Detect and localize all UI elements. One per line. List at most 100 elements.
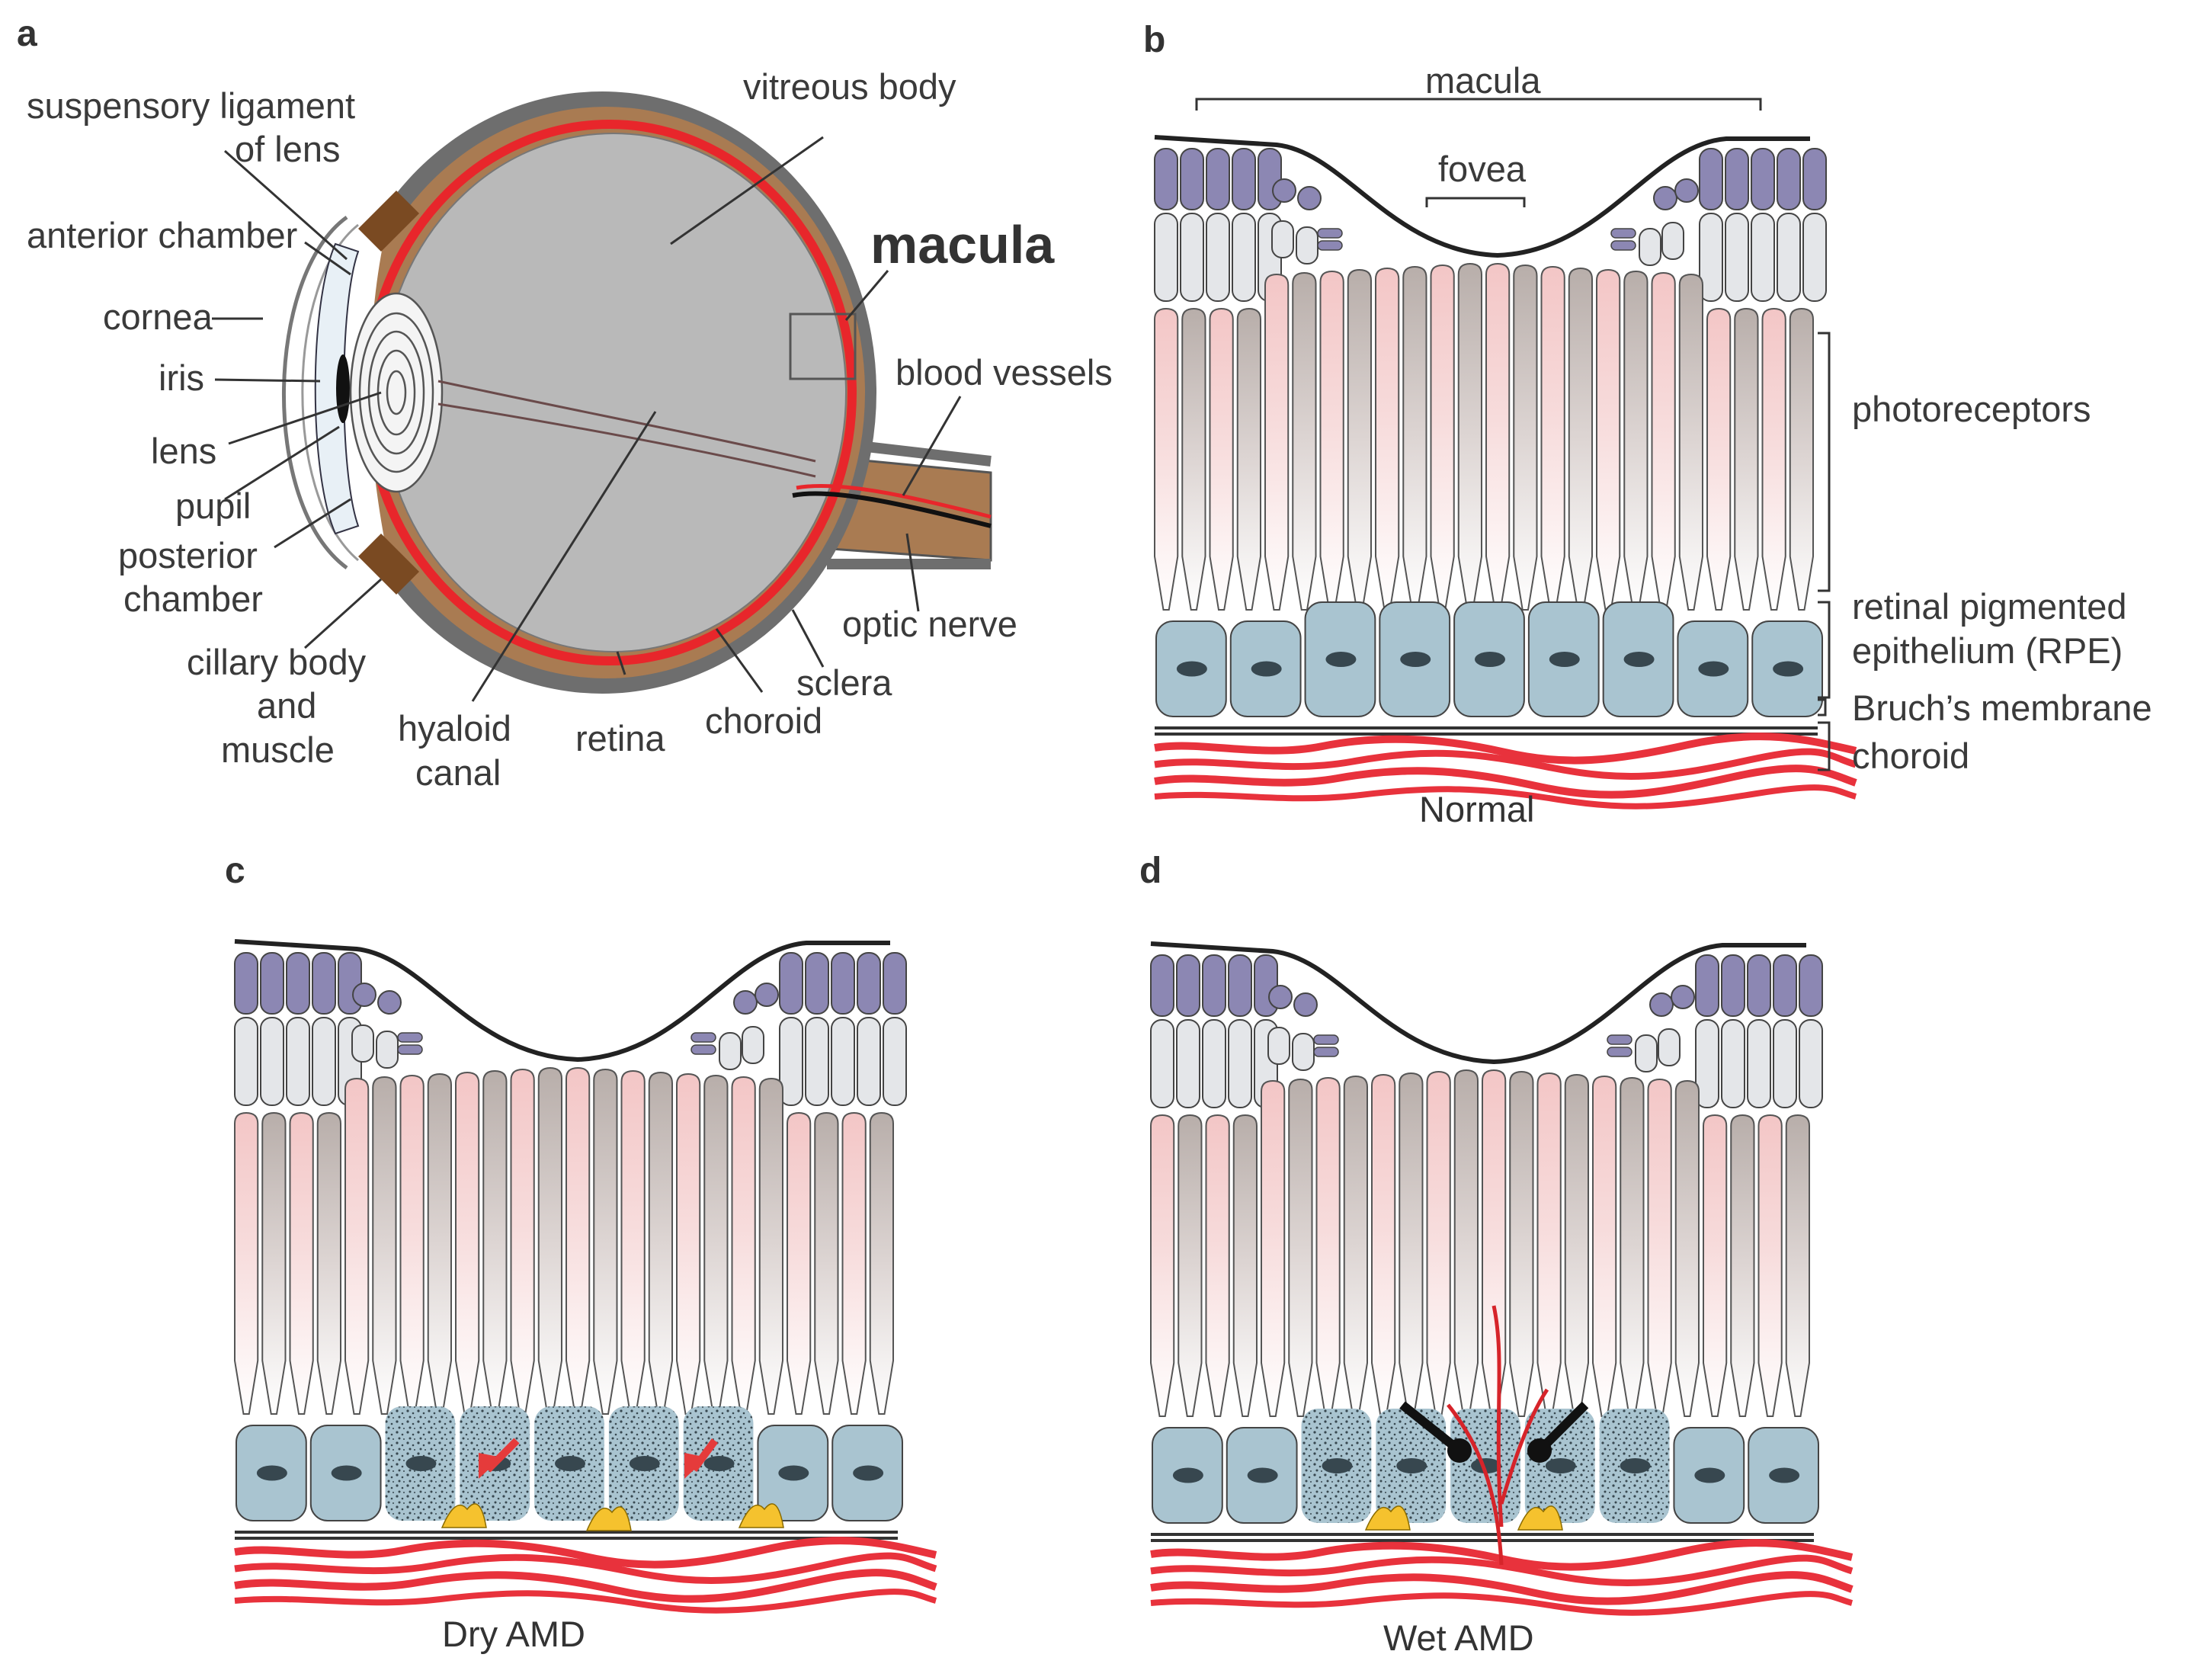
ganglion-cell (1176, 954, 1200, 1017)
bipolar-cell (1661, 222, 1684, 260)
label-fovea: fovea (1438, 149, 1527, 189)
bipolar-cell (1773, 1019, 1797, 1108)
ganglion-cell (1180, 148, 1204, 210)
eye-diagram (282, 91, 992, 694)
rpe-nucleus (1471, 1458, 1501, 1473)
photoreceptor-cell (1651, 271, 1676, 611)
caption-wet-amd: Wet AMD (1383, 1617, 1534, 1658)
small-cell (397, 1032, 423, 1043)
ganglion-cell (1773, 954, 1797, 1017)
ganglion-cell (1802, 148, 1827, 210)
photoreceptor-cell (455, 1071, 480, 1415)
photoreceptor-cell (1453, 1069, 1479, 1417)
caption-normal: Normal (1419, 789, 1534, 829)
photoreceptor-cell (510, 1068, 535, 1415)
bipolar-cell (719, 1032, 742, 1070)
bipolar-cell (857, 1017, 881, 1106)
small-cell (690, 1032, 716, 1043)
rpe-nucleus (1475, 652, 1505, 667)
bipolar-cell (1658, 1028, 1681, 1066)
ganglion-cell (1799, 954, 1823, 1017)
ganglion-cell (1649, 992, 1674, 1017)
bipolar-cell (1802, 213, 1827, 302)
label-suspensory-ligament-1: suspensory ligament (27, 85, 355, 126)
ganglion-cell (1293, 992, 1318, 1017)
ganglion-cell (234, 952, 258, 1015)
label-choroid: choroid (705, 701, 822, 741)
photoreceptor-cell (1785, 1114, 1810, 1417)
ganglion-cell (857, 952, 881, 1015)
bipolar-cell (1154, 213, 1178, 302)
photoreceptor-cell (1620, 1076, 1645, 1417)
photoreceptor-cell (1596, 268, 1621, 611)
photoreceptor-cell (1347, 268, 1372, 611)
rpe-nucleus (1773, 661, 1804, 677)
bipolar-cell (1747, 1019, 1771, 1108)
vitreous-body-shape (380, 133, 847, 652)
panel-b: b macula fovea photoreceptors retinal pi… (1143, 20, 2152, 829)
drusen-deposit (1364, 1505, 1411, 1531)
photoreceptor-cell (1371, 1073, 1396, 1417)
photoreceptor-cell (620, 1069, 646, 1415)
ganglion-cell (1674, 178, 1699, 203)
rpe-nucleus (1176, 661, 1207, 677)
ganglion-cell (1206, 148, 1230, 210)
rpe-bracket (1818, 601, 1831, 699)
red-arrowhead (479, 1453, 501, 1479)
inner-limiting-membrane (1150, 941, 1806, 1065)
bipolar-cell (805, 1017, 829, 1106)
drusen-deposit (1517, 1505, 1563, 1531)
label-anterior-chamber: anterior chamber (27, 215, 297, 255)
photoreceptor-cell (1375, 267, 1400, 611)
label-ciliary-1: cillary body (187, 642, 367, 682)
rpe-nucleus (1698, 661, 1729, 677)
bipolar-cell (1232, 213, 1256, 302)
bipolar-cell (779, 1017, 803, 1106)
inner-limiting-membrane (234, 939, 890, 1063)
bipolar-cell (260, 1017, 284, 1106)
rpe-nucleus (555, 1456, 585, 1471)
rpe-nucleus (1325, 652, 1357, 667)
hyaloid-canal-shape (437, 380, 816, 478)
photoreceptor-cell (1540, 265, 1565, 611)
label-bruchs: Bruch’s membrane (1852, 688, 2152, 728)
rpe-nucleus (1769, 1467, 1800, 1483)
panel-c: c Dry AMD (225, 851, 936, 1654)
label-photoreceptors: photoreceptors (1852, 389, 2091, 429)
ganglion-cell (1671, 985, 1695, 1009)
ganglion-cell (831, 952, 855, 1015)
label-hyaloid-1: hyaloid (398, 708, 511, 749)
small-cell (1607, 1047, 1632, 1057)
small-cell (1610, 228, 1636, 239)
photoreceptor-cell (566, 1066, 591, 1415)
photoreceptor-cell (1315, 1076, 1341, 1417)
small-cell (1313, 1034, 1339, 1045)
photoreceptor-cell (1430, 264, 1455, 611)
label-lens: lens (151, 431, 216, 471)
label-macula-eye: macula (870, 215, 1055, 274)
photoreceptor-cell (1402, 265, 1427, 611)
rpe-nucleus (256, 1465, 287, 1481)
photoreceptor-cell (1706, 307, 1732, 611)
photoreceptor-cell (1734, 307, 1759, 611)
photoreceptor-cell (841, 1111, 867, 1415)
ganglion-cell (1747, 954, 1771, 1017)
ciliary-body-shape (358, 191, 419, 252)
bipolar-cell (351, 1024, 374, 1063)
photoreceptor-cell (1703, 1114, 1728, 1417)
photoreceptor-cell (1592, 1075, 1617, 1417)
ganglion-cell (1150, 954, 1174, 1017)
label-hyaloid-2: canal (415, 752, 501, 793)
black-arrowhead (1527, 1438, 1552, 1463)
bipolar-cell (1777, 213, 1801, 302)
photoreceptor-bracket (1818, 332, 1831, 592)
photoreceptor-cell (814, 1111, 839, 1415)
small-cell (397, 1044, 423, 1055)
blood-vessel-shape (792, 491, 992, 528)
photoreceptor-cell (1399, 1072, 1424, 1417)
bipolar-cell (1176, 1019, 1200, 1108)
label-posterior-chamber-1: posterior (118, 535, 258, 575)
panel-c-letter: c (225, 851, 245, 891)
drusen-deposit (585, 1506, 632, 1531)
bipolar-cell (1228, 1019, 1252, 1108)
